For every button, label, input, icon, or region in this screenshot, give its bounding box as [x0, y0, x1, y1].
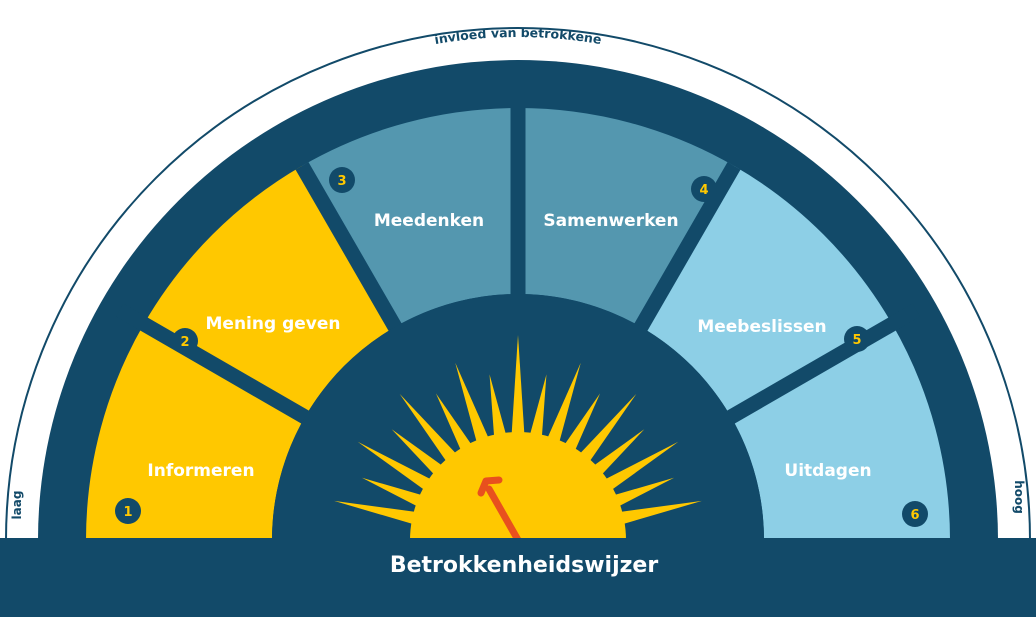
- sun-ray: [489, 374, 509, 447]
- segment-label-3: Meedenken: [374, 211, 484, 231]
- segment-divider-4: [629, 162, 741, 340]
- step-badge-1: 1: [115, 498, 141, 524]
- sun-ray: [391, 429, 451, 482]
- segment-label-6: Uitdagen: [784, 461, 871, 481]
- sun-ray: [527, 374, 547, 447]
- step-badge-circle: [172, 328, 198, 354]
- sun-ray: [361, 477, 432, 511]
- title-bar: [0, 538, 1036, 617]
- sun-ray: [572, 393, 637, 470]
- sun-ray: [334, 500, 426, 527]
- sun-ray: [596, 441, 679, 496]
- scale-label: invloed van betrokkene: [433, 25, 602, 47]
- step-badge-5: 5: [844, 326, 870, 352]
- segment-1: [86, 324, 305, 540]
- sun-ray: [435, 393, 478, 460]
- step-badge-6: 6: [902, 501, 928, 527]
- segment-label-2: Mening geven: [206, 314, 341, 334]
- step-badge-3: 3: [329, 167, 355, 193]
- segment-3: [302, 108, 518, 327]
- step-badge-circle: [691, 176, 717, 202]
- step-badge-circle: [902, 501, 928, 527]
- sun-ray: [585, 429, 645, 482]
- segment-divider-2: [295, 162, 407, 340]
- step-badge-2: 2: [172, 328, 198, 354]
- segment-6: [731, 324, 950, 540]
- step-badge-circle: [844, 326, 870, 352]
- high-label: hoog: [1012, 480, 1026, 514]
- sun-ray: [604, 477, 675, 511]
- badge-group: 1 2 3 4 5 6: [115, 167, 928, 527]
- segment-label-1: Informeren: [147, 461, 254, 481]
- arrow-icon: [477, 476, 522, 544]
- step-badge-circle: [115, 498, 141, 524]
- step-number: 6: [910, 508, 919, 523]
- sun-ray: [357, 441, 440, 496]
- divider-group: [115, 108, 921, 429]
- step-number: 4: [699, 183, 708, 198]
- sun-icon: [334, 335, 702, 540]
- segment-label-5: Meebeslissen: [697, 317, 826, 337]
- sun-ray: [543, 362, 581, 452]
- sun-disc: [410, 432, 626, 540]
- step-number: 1: [123, 505, 132, 520]
- sun-ray: [610, 500, 702, 527]
- step-badge-4: 4: [691, 176, 717, 202]
- low-label: laag: [10, 491, 24, 520]
- step-number: 3: [337, 174, 346, 189]
- label-group: Informeren Mening geven Meedenken Samenwerk…: [147, 211, 871, 481]
- sun-ray: [511, 335, 525, 444]
- segment-divider-5: [718, 303, 921, 429]
- outer-thin-ring: [5, 27, 1031, 541]
- step-number: 2: [180, 335, 189, 350]
- step-badge-circle: [329, 167, 355, 193]
- sun-ray: [455, 362, 493, 452]
- segment-divider-1: [115, 303, 318, 429]
- sun-ray: [558, 393, 601, 460]
- segment-4: [518, 108, 734, 327]
- sun-ray: [399, 393, 464, 470]
- segment-label-4: Samenwerken: [543, 211, 678, 231]
- step-number: 5: [852, 333, 861, 348]
- diagram-title: Betrokkenheidswijzer: [390, 553, 659, 578]
